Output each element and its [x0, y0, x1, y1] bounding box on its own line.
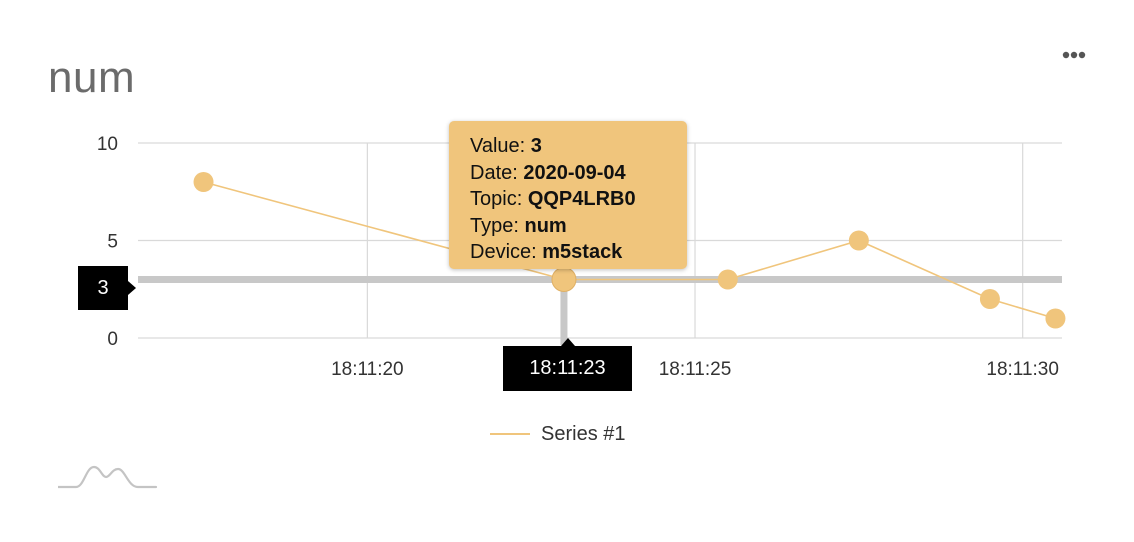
- tooltip-row-device: Device: m5stack: [470, 241, 623, 263]
- data-tooltip: Value: 3 Date: 2020-09-04 Topic: QQP4LRB…: [449, 121, 687, 269]
- data-point: [1045, 308, 1066, 329]
- data-point: [551, 267, 577, 292]
- data-point: [717, 269, 738, 290]
- crosshair: [138, 276, 1062, 345]
- legend-item-series-1[interactable]: Series #1: [490, 420, 626, 448]
- y-crosshair-badge: 3: [78, 266, 136, 310]
- y-tick-label: 0: [107, 329, 118, 350]
- y-tick-label: 5: [107, 232, 118, 253]
- legend-swatch: [490, 433, 530, 435]
- x-crosshair-badge: 18:11:23: [503, 338, 632, 391]
- x-tick-label: 18:11:20: [331, 359, 404, 380]
- more-horizontal-icon[interactable]: [1058, 44, 1090, 66]
- tooltip-row-value: Value: 3: [470, 135, 542, 157]
- tooltip-row-date: Date: 2020-09-04: [470, 161, 626, 184]
- chart-grid: [138, 142, 1062, 339]
- legend-label: Series #1: [541, 422, 626, 445]
- widget-title: num: [48, 53, 136, 102]
- x-tick-label: 18:11:30: [986, 359, 1059, 380]
- data-point: [193, 172, 214, 192]
- tooltip-row-topic: Topic: QQP4LRB0: [470, 188, 636, 210]
- data-point: [848, 230, 869, 251]
- tick-labels: 0 5 10 18:11:20 18:11:25 18:11:30: [97, 134, 1059, 380]
- wave-logo-icon: [58, 465, 158, 489]
- y-tick-label: 10: [97, 134, 118, 155]
- line-chart[interactable]: 0 5 10 18:11:20 18:11:25 18:11:30: [0, 0, 1134, 420]
- tooltip-row-type: Type: num: [470, 214, 567, 237]
- x-tick-label: 18:11:25: [659, 359, 732, 380]
- data-point: [979, 289, 1000, 309]
